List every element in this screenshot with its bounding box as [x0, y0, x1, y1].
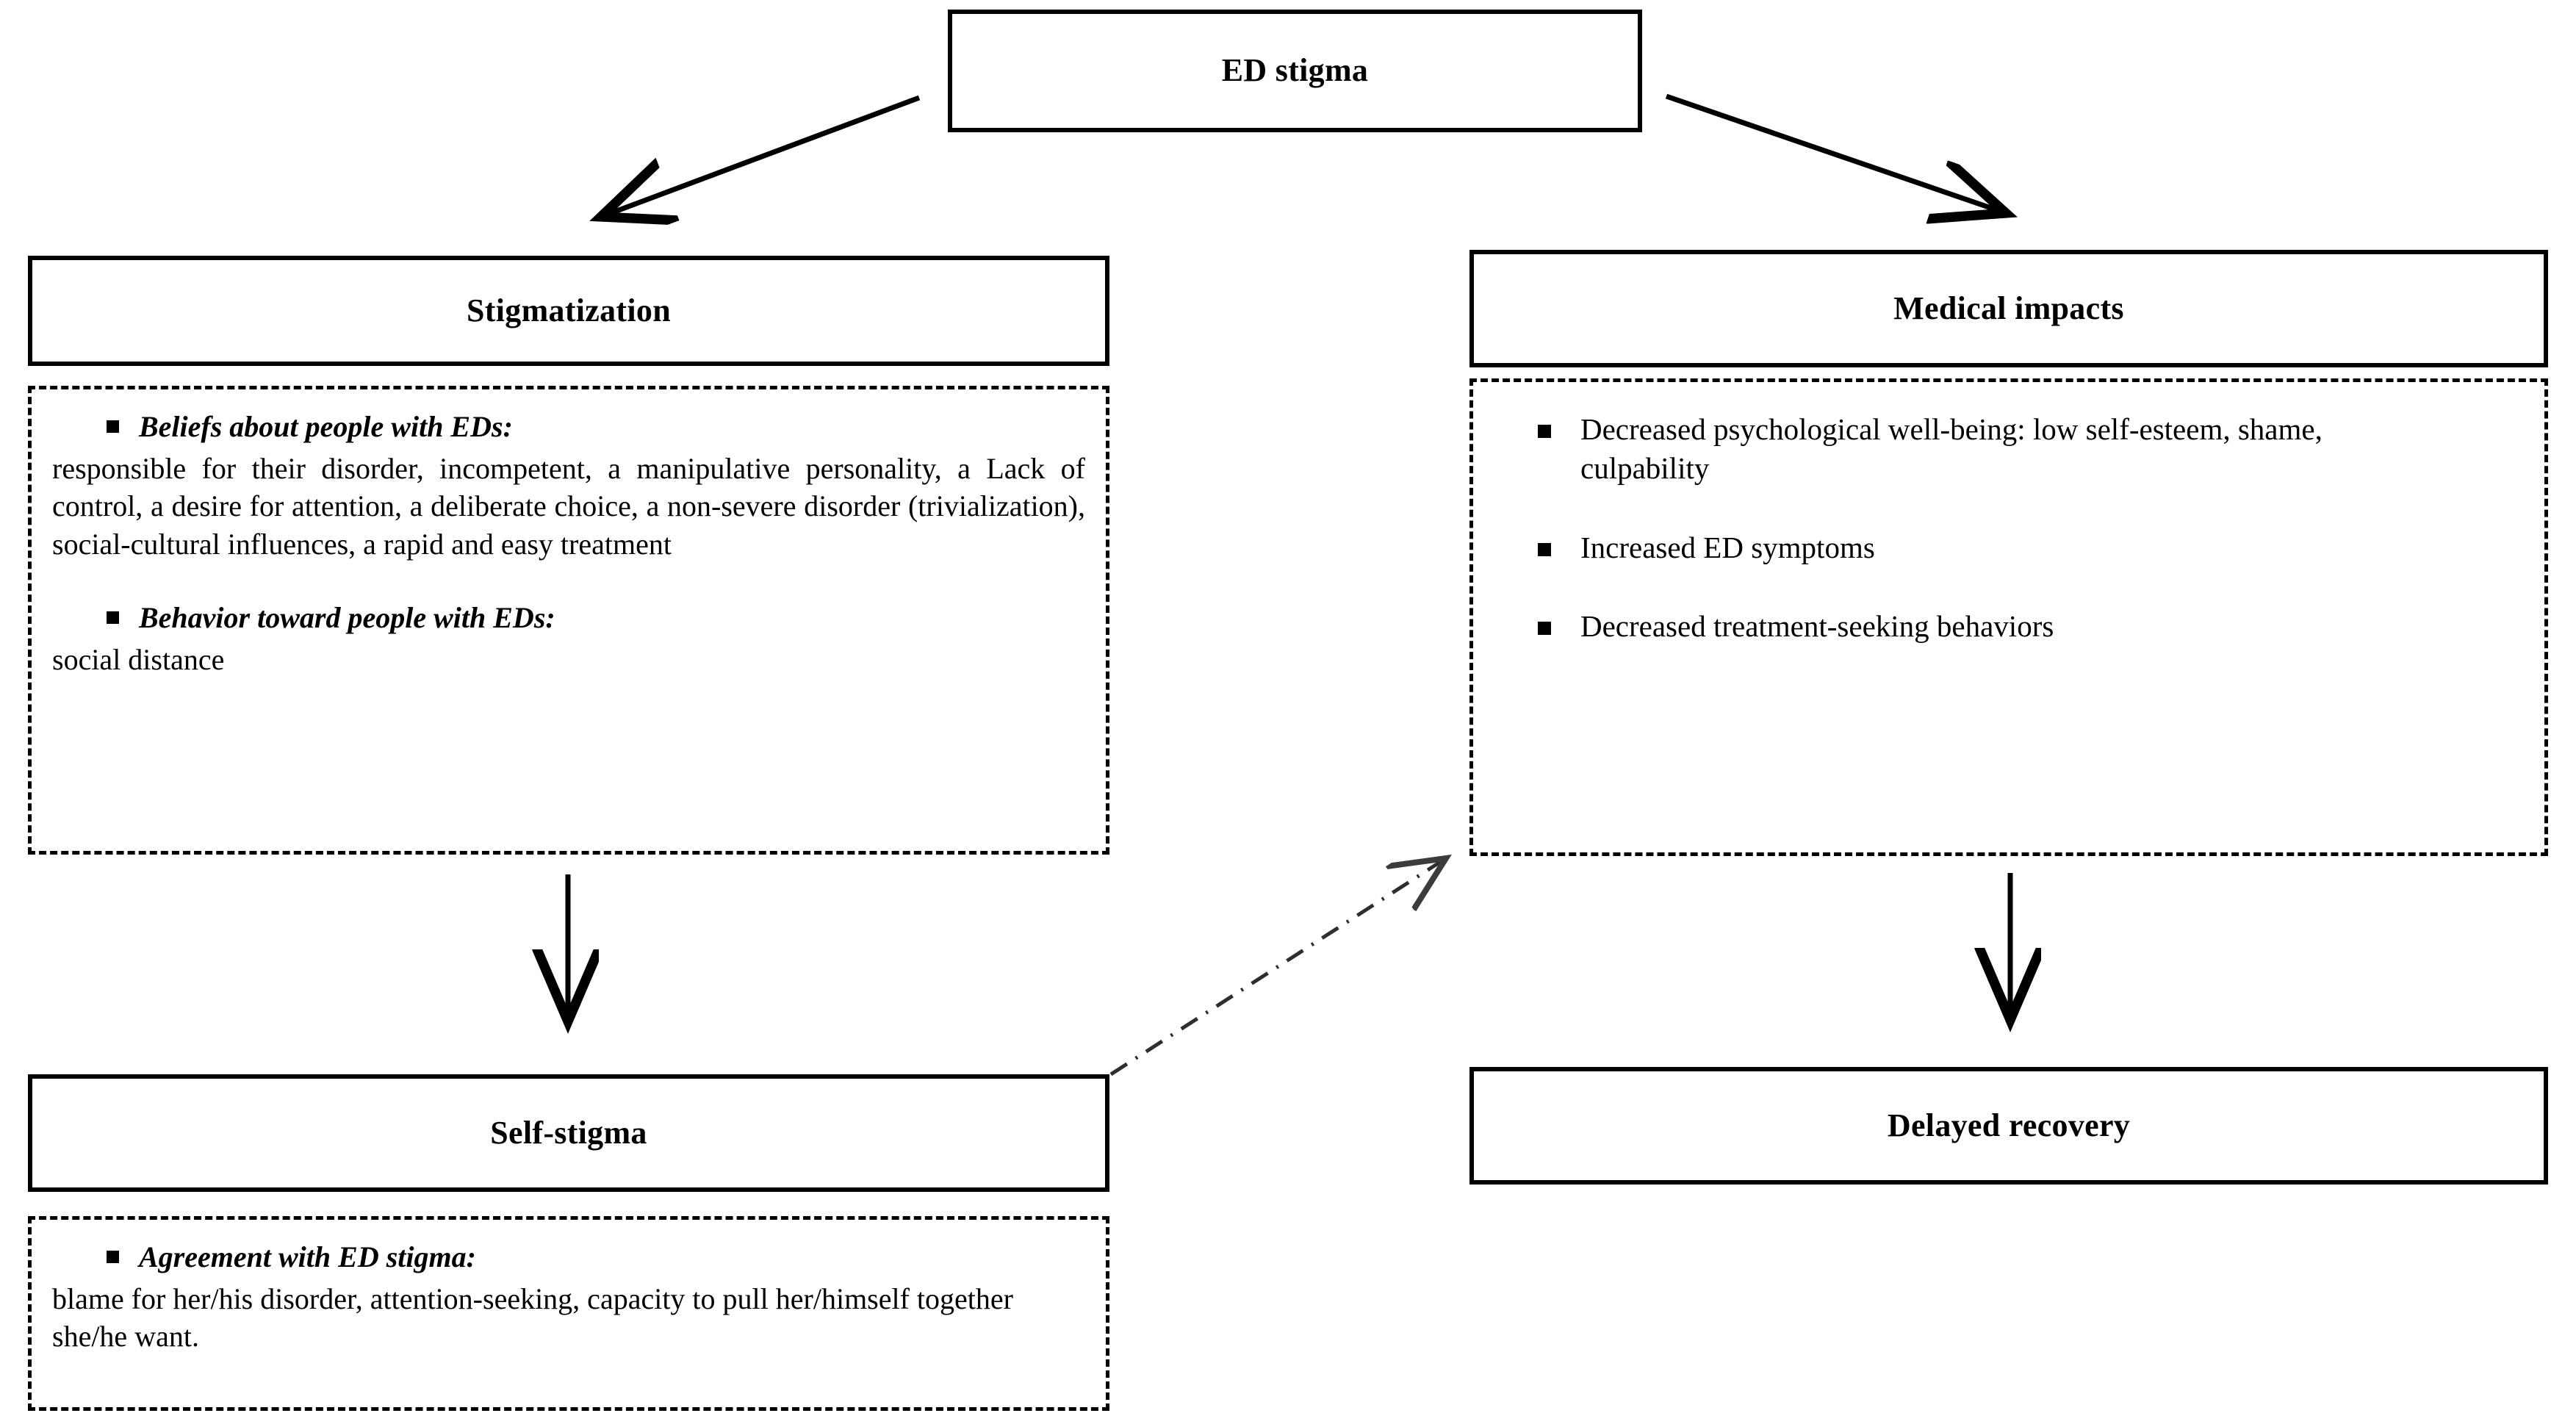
bullet-square-icon — [107, 611, 119, 625]
node-stigmatization-title: Stigmatization — [467, 292, 671, 328]
node-self-stigma-header[interactable]: Self-stigma — [28, 1074, 1109, 1192]
stigmatization-text-2: social distance — [52, 643, 225, 677]
node-stigmatization-header[interactable]: Stigmatization — [28, 256, 1109, 366]
node-self-stigma-title: Self-stigma — [490, 1114, 647, 1151]
node-ed-stigma[interactable]: ED stigma — [948, 10, 1642, 132]
medical-impact-item-2: Increased ED symptoms — [1494, 528, 2524, 567]
node-medical-impacts-title: Medical impacts — [1893, 290, 2124, 326]
stigmatization-bullet-1: Beliefs about people with EDs: — [52, 409, 1085, 445]
stigmatization-text-1: responsible for their disorder, incompet… — [52, 452, 1085, 561]
node-delayed-recovery-title: Delayed recovery — [1887, 1107, 2131, 1143]
node-stigmatization-body: Beliefs about people with EDs: responsib… — [28, 386, 1109, 855]
spacer — [52, 563, 1085, 600]
bullet-square-icon — [1538, 425, 1551, 438]
self-stigma-bullet-1: Agreement with ED stigma: — [52, 1239, 1085, 1276]
medical-impact-item-2-label: Increased ED symptoms — [1580, 530, 1875, 564]
medical-impact-item-3: Decreased treatment-seeking behaviors — [1494, 607, 2524, 646]
arrow-ed-to-stigmatization — [601, 95, 921, 217]
arrow-self-stigma-to-medical-impacts — [1109, 858, 1446, 1076]
bullet-square-icon — [107, 420, 119, 433]
bullet-square-icon — [1538, 621, 1551, 635]
node-self-stigma-body: Agreement with ED stigma: blame for her/… — [28, 1216, 1109, 1411]
stigmatization-bullet-2: Behavior toward people with EDs: — [52, 600, 1085, 636]
medical-impact-item-3-label: Decreased treatment-seeking behaviors — [1580, 608, 2054, 643]
stigmatization-bullet-1-label: Beliefs about people with EDs: — [139, 410, 513, 443]
arrow-ed-to-medical-impacts — [1665, 93, 2006, 213]
bullet-square-icon — [1538, 542, 1551, 556]
node-medical-impacts-header[interactable]: Medical impacts — [1469, 250, 2548, 367]
medical-impact-item-1: Decreased psychological well-being: low … — [1494, 410, 2524, 489]
node-delayed-recovery[interactable]: Delayed recovery — [1469, 1067, 2548, 1185]
medical-impact-item-1-label: Decreased psychological well-being: low … — [1580, 412, 2323, 486]
self-stigma-text-1: blame for her/his disorder, attention-se… — [52, 1282, 1013, 1354]
node-medical-impacts-body: Decreased psychological well-being: low … — [1469, 378, 2548, 856]
node-ed-stigma-title: ED stigma — [1221, 52, 1369, 89]
bullet-square-icon — [107, 1251, 119, 1263]
self-stigma-bullet-1-label: Agreement with ED stigma: — [139, 1240, 476, 1273]
stigmatization-bullet-2-label: Behavior toward people with EDs: — [139, 601, 555, 635]
